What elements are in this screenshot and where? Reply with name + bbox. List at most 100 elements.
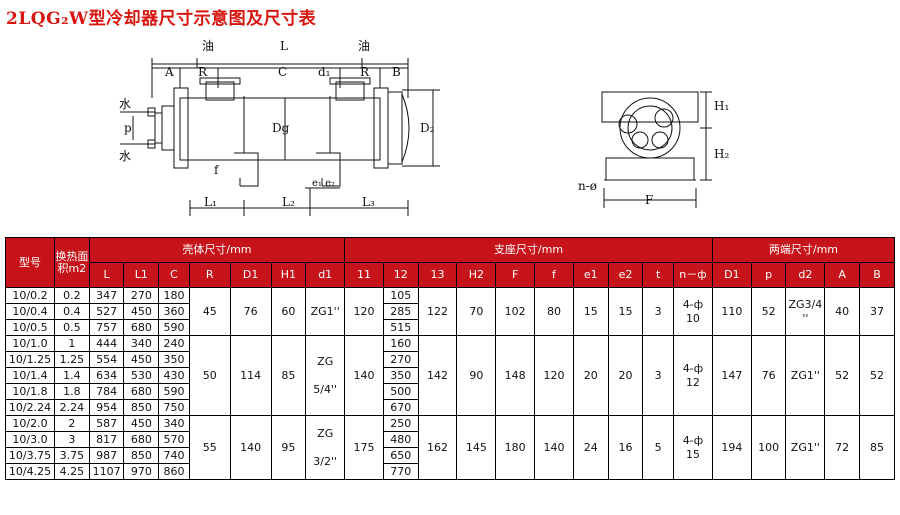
table-cell: 4.25 bbox=[54, 463, 90, 480]
col-header-p: p bbox=[750, 262, 787, 288]
dim-label-f: f bbox=[214, 163, 220, 177]
table-cell: 680 bbox=[123, 431, 160, 448]
table-cell: 70 bbox=[456, 287, 497, 336]
table-cell: 757 bbox=[88, 319, 125, 336]
table-cell: 145 bbox=[456, 415, 497, 480]
col-header-A: A bbox=[824, 262, 860, 288]
table-cell: 3 bbox=[642, 287, 674, 336]
col-header-area: 换热面积m2 bbox=[54, 237, 90, 288]
table-cell: 570 bbox=[158, 431, 190, 448]
dim-label-Dg: Dg bbox=[272, 121, 290, 135]
table-cell: 10/2.0 bbox=[4, 415, 56, 432]
table-cell: 0.4 bbox=[54, 303, 90, 320]
col-group-ends: 两端尺寸/mm bbox=[711, 237, 896, 263]
dim-label-R-right: R bbox=[360, 65, 370, 79]
table-cell: 16 bbox=[607, 415, 644, 480]
table-cell: 817 bbox=[88, 431, 125, 448]
col-header-l3: 13 bbox=[417, 262, 458, 288]
water-label-top: 水 bbox=[119, 97, 131, 111]
table-cell: 970 bbox=[123, 463, 160, 480]
table-cell: 987 bbox=[88, 447, 125, 464]
col-header-d1: d1 bbox=[305, 262, 346, 288]
table-cell-line: 4-ф bbox=[682, 297, 704, 311]
table-cell: 680 bbox=[123, 383, 160, 400]
table-cell: 270 bbox=[123, 287, 160, 304]
dim-label-H2: H₂ bbox=[714, 147, 729, 161]
dim-label-p: p bbox=[124, 121, 132, 135]
dim-label-B: B bbox=[392, 65, 401, 79]
table-cell: 530 bbox=[123, 367, 160, 384]
table-cell: 180 bbox=[495, 415, 536, 480]
table-cell: 350 bbox=[158, 351, 190, 368]
table-cell: 680 bbox=[123, 319, 160, 336]
table-cell: 1.8 bbox=[54, 383, 90, 400]
table-cell: 850 bbox=[123, 447, 160, 464]
col-header-d2: d2 bbox=[785, 262, 826, 288]
col-header-F: F bbox=[495, 262, 536, 288]
table-cell: 10/4.25 bbox=[4, 463, 56, 480]
table-cell: ZG 5/4'' bbox=[305, 335, 346, 416]
dim-label-R-left: R bbox=[198, 65, 208, 79]
table-cell: 0.5 bbox=[54, 319, 90, 336]
table-cell: 60 bbox=[270, 287, 307, 336]
table-cell: 860 bbox=[158, 463, 190, 480]
col-header-e2: e2 bbox=[607, 262, 644, 288]
table-cell: 1.25 bbox=[54, 351, 90, 368]
table-cell: ZG1'' bbox=[305, 287, 346, 336]
dim-label-e1e2: e₁ e₂ bbox=[312, 178, 335, 189]
table-cell-line: 5/4'' bbox=[313, 382, 338, 396]
table-cell: 10/0.5 bbox=[4, 319, 56, 336]
table-cell: 3 bbox=[642, 335, 674, 416]
table-cell: 162 bbox=[417, 415, 458, 480]
table-cell-line: ZG bbox=[317, 354, 334, 368]
table-cell: 650 bbox=[382, 447, 419, 464]
table-cell: 52 bbox=[858, 335, 896, 416]
col-header-l1: 11 bbox=[344, 262, 384, 288]
col-header-f: f bbox=[534, 262, 574, 288]
table-cell: 500 bbox=[382, 383, 419, 400]
table-cell: 740 bbox=[158, 447, 190, 464]
table-cell: 10/1.4 bbox=[4, 367, 56, 384]
dim-label-F: F bbox=[645, 193, 653, 207]
table-cell: 105 bbox=[382, 287, 419, 304]
table-cell: 347 bbox=[88, 287, 125, 304]
table-cell: 270 bbox=[382, 351, 419, 368]
dim-label-L3: L₃ bbox=[362, 195, 375, 209]
table-cell: 20 bbox=[607, 335, 644, 416]
table-cell: 527 bbox=[88, 303, 125, 320]
col-group-support: 支座尺寸/mm bbox=[344, 237, 713, 263]
table-cell: 850 bbox=[123, 399, 160, 416]
dim-label-n-phi: n-ø bbox=[578, 179, 597, 193]
table-cell: 148 bbox=[495, 335, 536, 416]
table-cell: ZG3/4'' bbox=[785, 287, 826, 336]
dim-label-C: C bbox=[278, 65, 287, 79]
col-header-n-phi: n－ф bbox=[672, 262, 713, 288]
table-cell-line: 4-ф bbox=[682, 361, 704, 375]
col-header-H1: H1 bbox=[270, 262, 307, 288]
table-cell: 140 bbox=[534, 415, 574, 480]
table-cell: 102 bbox=[495, 287, 536, 336]
table-cell: 10/3.0 bbox=[4, 431, 56, 448]
dim-label-d1: d₁ bbox=[318, 65, 331, 79]
table-cell: 142 bbox=[417, 335, 458, 416]
water-label-bottom: 水 bbox=[119, 149, 131, 163]
table-cell-line: 3/2'' bbox=[313, 454, 338, 468]
table-cell: 20 bbox=[572, 335, 609, 416]
table-cell: 175 bbox=[344, 415, 384, 480]
table-cell: 3.75 bbox=[54, 447, 90, 464]
table-cell: 480 bbox=[382, 431, 419, 448]
col-header-B: B bbox=[858, 262, 896, 288]
table-cell: 590 bbox=[158, 383, 190, 400]
table-cell: 120 bbox=[534, 335, 574, 416]
table-cell: 37 bbox=[858, 287, 896, 336]
table-cell: 784 bbox=[88, 383, 125, 400]
table-cell: 770 bbox=[382, 463, 419, 480]
table-cell: 24 bbox=[572, 415, 609, 480]
